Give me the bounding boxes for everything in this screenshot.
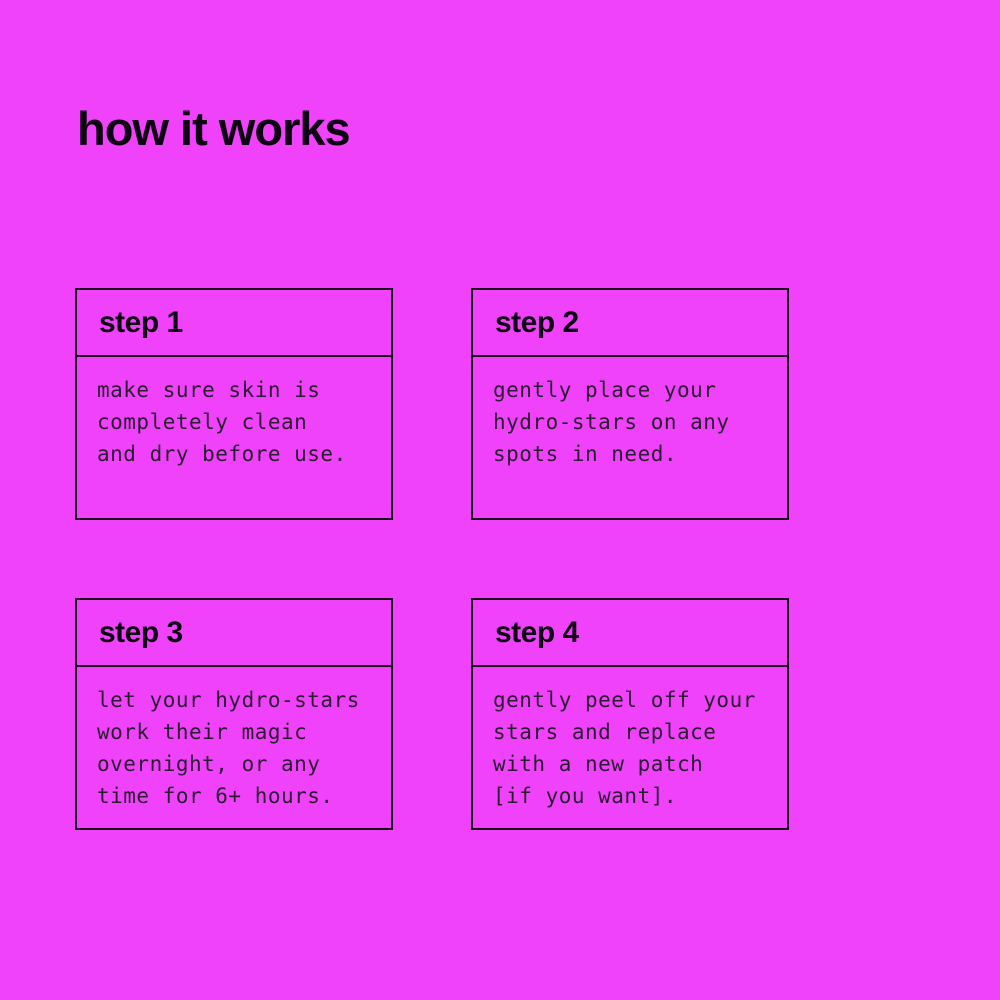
step-1-label: step 1	[99, 305, 183, 339]
step-card-4-header: step 4	[473, 600, 787, 667]
step-4-label: step 4	[495, 615, 579, 649]
step-card-2-header: step 2	[473, 290, 787, 357]
step-card-2: step 2 gently place your hydro-stars on …	[471, 288, 789, 520]
step-card-1-header: step 1	[77, 290, 391, 357]
steps-grid: step 1 make sure skin is completely clea…	[75, 288, 789, 830]
step-1-description: make sure skin is completely clean and d…	[97, 378, 347, 466]
step-2-description: gently place your hydro-stars on any spo…	[493, 378, 730, 466]
step-card-1: step 1 make sure skin is completely clea…	[75, 288, 393, 520]
step-card-3: step 3 let your hydro-stars work their m…	[75, 598, 393, 830]
step-3-description: let your hydro-stars work their magic ov…	[97, 688, 360, 808]
step-2-label: step 2	[495, 305, 579, 339]
page-title: how it works	[77, 102, 351, 155]
step-4-description: gently peel off your stars and replace w…	[493, 688, 756, 808]
step-3-label: step 3	[99, 615, 183, 649]
step-card-3-header: step 3	[77, 600, 391, 667]
step-card-4: step 4 gently peel off your stars and re…	[471, 598, 789, 830]
